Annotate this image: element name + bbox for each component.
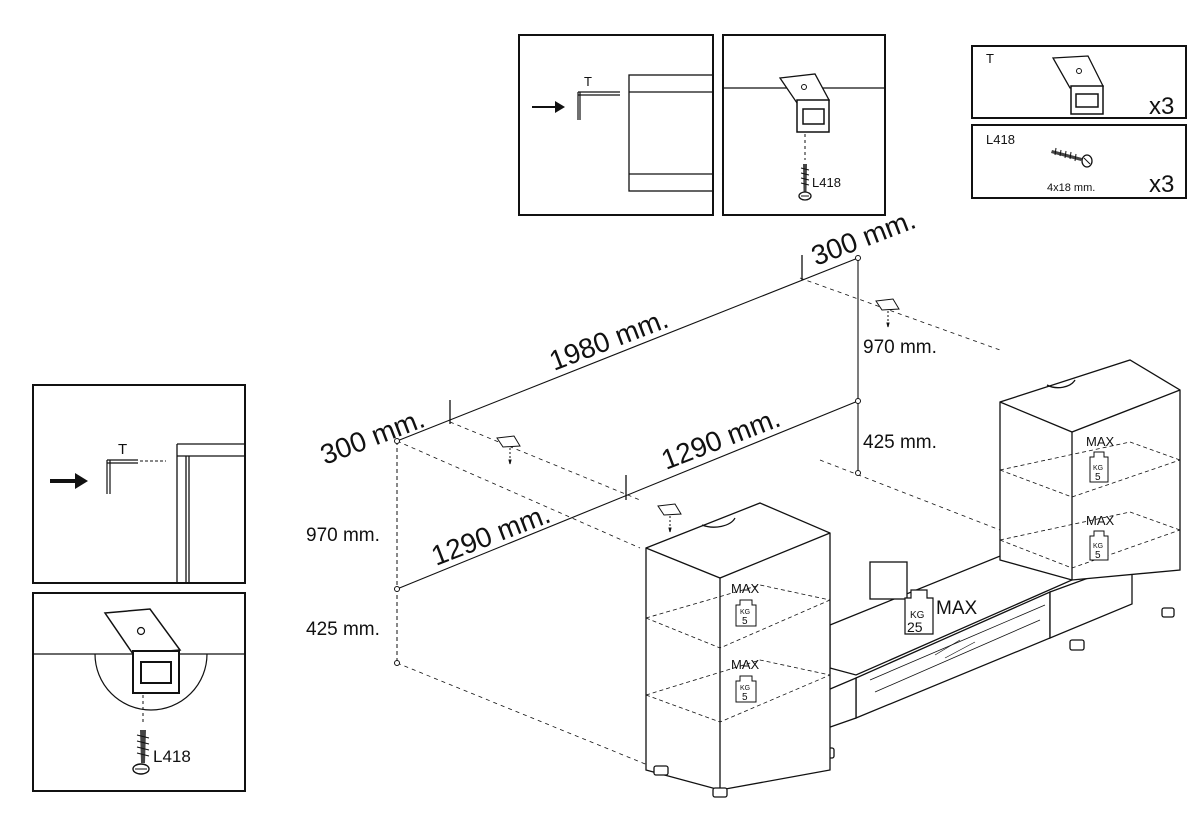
arrow-right-icon xyxy=(50,473,88,489)
svg-text:KG: KG xyxy=(1093,543,1103,550)
inset-bracket-insert: T xyxy=(518,34,714,216)
svg-text:MAX: MAX xyxy=(731,581,760,596)
weight-icon xyxy=(904,589,934,635)
part-row-t: T x3 xyxy=(971,45,1187,120)
bracket-side-icon xyxy=(106,459,138,494)
dim-height-right-upper: 970 mm. xyxy=(863,337,937,358)
svg-text:5: 5 xyxy=(742,616,748,627)
dim-depth-left: 300 mm. xyxy=(316,403,429,471)
load-weight-right-lower: MAX KG 5 xyxy=(1086,513,1115,561)
parts-list: T x3 L418 4x18 mm. x3 xyxy=(971,45,1187,199)
svg-text:25: 25 xyxy=(907,619,923,635)
part-qty: x3 xyxy=(1149,171,1174,198)
dim-height-left-lower: 425 mm. xyxy=(306,619,380,640)
svg-text:MAX: MAX xyxy=(731,657,760,672)
dim-height-right-lower: 425 mm. xyxy=(863,432,937,453)
weight-icon xyxy=(735,675,757,703)
part-row-l418: L418 4x18 mm. x3 xyxy=(971,124,1187,199)
dim-height-left-upper: 970 mm. xyxy=(306,525,380,546)
svg-text:KG: KG xyxy=(1093,465,1103,472)
dim-width-front-lower: 1290 mm. xyxy=(427,498,554,572)
cabinet-left xyxy=(645,502,831,798)
svg-text:MAX: MAX xyxy=(936,598,978,619)
bracket-icon xyxy=(657,503,682,516)
svg-text:5: 5 xyxy=(1095,550,1101,561)
bracket-icon xyxy=(875,298,900,311)
inset-bracket-screw: L418 xyxy=(722,34,886,216)
load-weight-left-upper: MAX KG 5 xyxy=(731,581,760,627)
load-weight-left-lower: MAX KG 5 xyxy=(731,657,760,703)
load-weight-bench-top: KG 25 MAX xyxy=(904,589,978,635)
bracket-side-icon xyxy=(577,91,620,120)
screw-label: L418 xyxy=(153,747,191,766)
dimension-labels: 300 mm. 1980 mm. 300 mm. 1290 mm. 1290 m… xyxy=(306,204,937,640)
svg-text:MAX: MAX xyxy=(1086,434,1115,449)
screw-label: L418 xyxy=(812,175,841,190)
part-label-t: T xyxy=(118,441,127,458)
wall-layout xyxy=(394,255,1001,771)
part-code: L418 xyxy=(986,132,1015,147)
svg-text:5: 5 xyxy=(742,692,748,703)
bracket-icon xyxy=(496,435,521,448)
tv-bench xyxy=(775,551,1175,759)
svg-text:KG: KG xyxy=(740,685,750,692)
svg-text:5: 5 xyxy=(1095,472,1101,483)
screw-icon xyxy=(798,164,812,201)
weight-icon xyxy=(1089,451,1109,483)
svg-text:KG: KG xyxy=(740,609,750,616)
screw-icon xyxy=(132,730,150,775)
inset-wall-screw: L418 xyxy=(32,592,246,792)
part-code: T xyxy=(986,51,994,66)
screw-icon xyxy=(1051,147,1093,168)
wall-bracket-markers xyxy=(496,298,900,533)
part-label-t: T xyxy=(584,74,592,89)
part-size: 4x18 mm. xyxy=(1047,182,1095,194)
svg-text:KG: KG xyxy=(910,610,925,621)
weight-icon xyxy=(1089,530,1109,561)
part-qty: x3 xyxy=(1149,93,1174,120)
load-weight-right-upper: MAX KG 5 xyxy=(1086,434,1115,483)
arrow-right-icon xyxy=(532,101,565,113)
inset-wall-bracket: T xyxy=(32,384,246,584)
svg-text:MAX: MAX xyxy=(1086,513,1115,528)
weight-icon xyxy=(735,599,757,627)
tv-placeholder xyxy=(869,561,908,600)
